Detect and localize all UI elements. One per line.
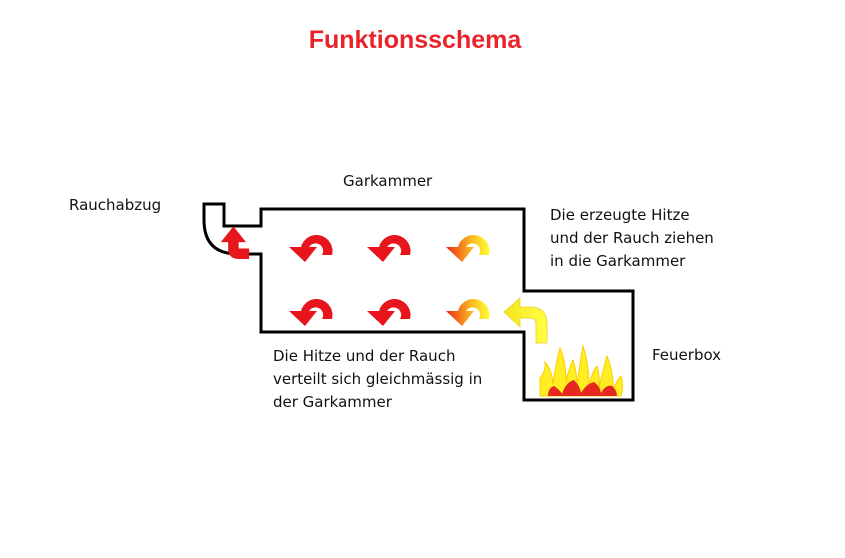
note-line: der Garkammer [273,393,392,411]
curved-arrow-icon [367,298,411,326]
note-line: Die erzeugte Hitze [550,206,690,224]
curved-arrow-icon [367,234,411,262]
note-line: verteilt sich gleichmässig in [273,370,483,388]
note-line: in die Garkammer [550,252,686,270]
inflow-arrow-icon [503,297,548,344]
curved-arrow-icon [446,234,490,262]
diagram-title: Funktionsschema [308,26,522,54]
feuerbox-label: Feuerbox [652,346,722,364]
smoker-outline [202,202,635,402]
curved-arrow-icon [289,298,333,326]
curved-arrow-icon [289,234,333,262]
rauchabzug-label: Rauchabzug [69,196,162,214]
chimney-arrow-icon [220,226,250,259]
heat-smoke-note: Die erzeugte Hitze und der Rauch ziehen … [550,204,714,273]
flame-icon [539,344,623,397]
distribution-note: Die Hitze und der Rauch verteilt sich gl… [273,345,482,414]
note-line: und der Rauch ziehen [550,229,714,247]
note-line: Die Hitze und der Rauch [273,347,456,365]
curved-arrow-icon [446,298,490,326]
garkammer-label: Garkammer [343,172,433,190]
